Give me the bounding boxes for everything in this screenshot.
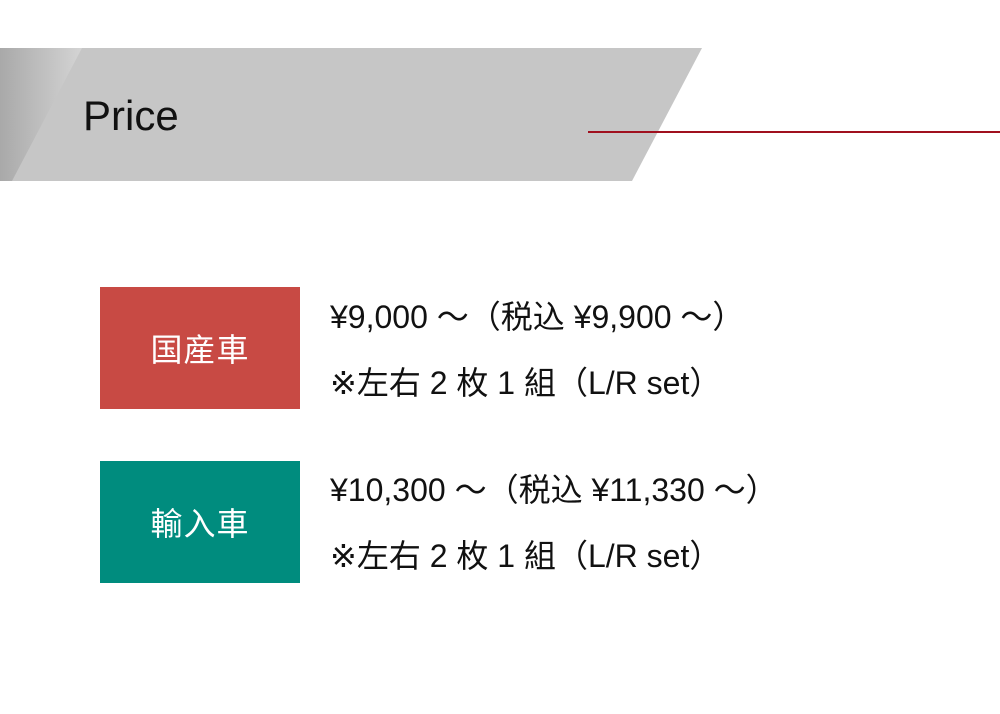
domestic-price: ¥9,000 〜（税込 ¥9,900 〜） [330, 299, 745, 335]
imported-car-badge: 輸入車 [100, 461, 300, 583]
imported-price: ¥10,300 〜（税込 ¥11,330 〜） [330, 472, 778, 508]
domestic-car-badge: 国産車 [100, 287, 300, 409]
imported-note: ※左右 2 枚 1 組（L/R set） [330, 538, 722, 574]
page-title: Price [83, 92, 179, 139]
header-banner [0, 48, 702, 181]
divider-line [588, 131, 1000, 133]
domestic-note: ※左右 2 枚 1 組（L/R set） [330, 365, 722, 401]
